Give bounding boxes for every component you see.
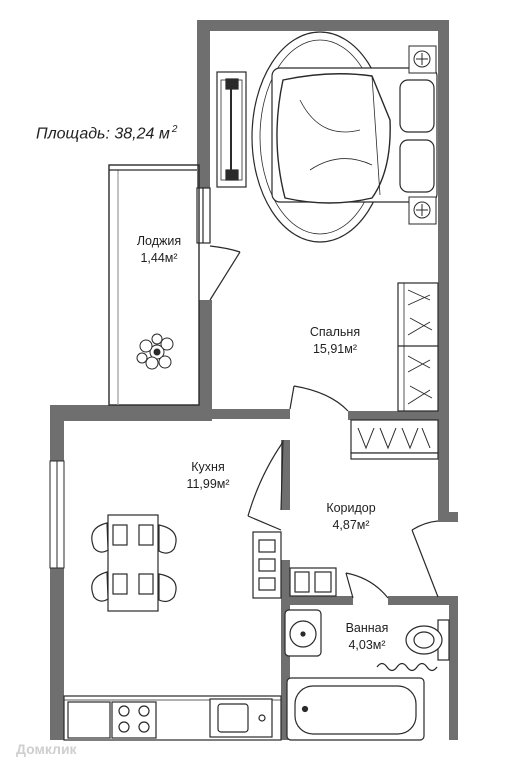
watermark-text: Домклик [16,741,77,757]
room-label-kitchen: Кухня 11,99м² [168,459,248,493]
bathtub [286,677,425,741]
door-kitchen [247,439,284,531]
kitchen-counter [63,695,282,741]
bathroom-sink [284,609,322,657]
room-area: 1,44м² [140,251,178,265]
room-area: 4,03м² [348,638,386,652]
nightstand-bottom [408,196,437,225]
heated-towel-rail [376,662,438,672]
room-name: Спальня [309,325,361,339]
room-label-bedroom: Спальня 15,91м² [290,324,380,358]
room-label-bathroom: Ванная 4,03м² [332,620,402,654]
loggia [108,164,211,406]
door-bedroom [289,385,349,412]
bedroom-wardrobe [397,282,439,412]
shoe-rack [252,531,282,599]
door-loggia [209,245,241,301]
room-area: 4,87м² [332,518,370,532]
watermark: Домклик [16,741,77,757]
room-label-loggia: Лоджия 1,44м² [124,233,194,267]
wardrobe-top [216,71,247,188]
room-name: Кухня [191,460,225,474]
room-area: 15,91м² [312,342,358,356]
bed [251,31,438,243]
toilet [405,619,450,661]
room-label-corridor: Коридор 4,87м² [306,500,396,534]
corridor-wardrobe [350,419,439,460]
door-entrance [411,520,439,598]
nightstand-top [408,45,437,74]
door-bathroom [345,572,389,599]
room-name: Лоджия [136,234,182,248]
total-area-text: Площадь: 38,24 м [36,125,170,143]
room-name: Ванная [345,621,389,635]
room-area: 11,99м² [186,477,230,491]
total-area-superscript: 2 [171,124,178,135]
dining-table [91,514,177,612]
washing-unit [289,567,337,597]
plant-icon [136,333,174,370]
room-name: Коридор [326,501,376,515]
kitchen-window [49,460,65,569]
